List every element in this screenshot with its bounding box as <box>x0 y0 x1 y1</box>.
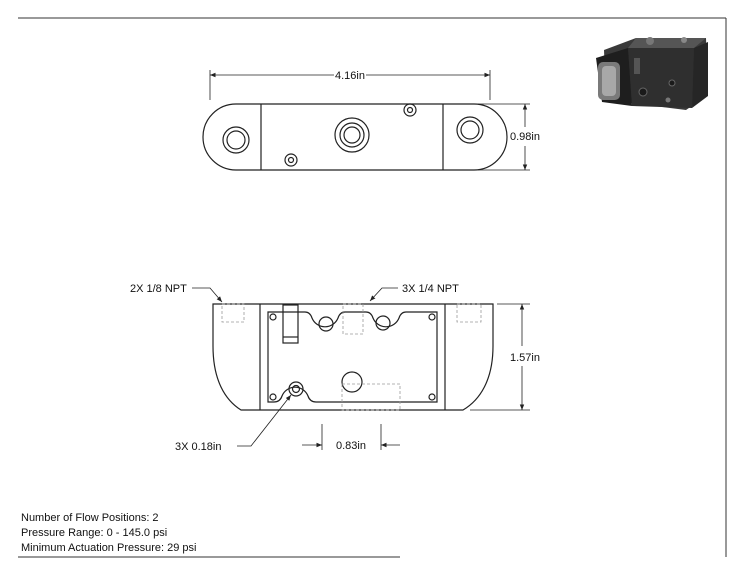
actuator-tab <box>282 304 299 344</box>
top-view-dimensions <box>209 70 530 171</box>
center-boss <box>341 371 363 393</box>
top-width-label: 4.16in <box>335 70 365 82</box>
left-port-hole <box>222 126 250 154</box>
spacing-label: 0.83in <box>336 440 366 452</box>
hole-callout: 3X 0.18in <box>175 441 221 453</box>
top-view-outline <box>202 103 508 171</box>
side-height-label: 1.57in <box>510 352 540 364</box>
top-height-label: 0.98in <box>510 131 540 143</box>
side-view <box>212 303 494 411</box>
side-view-outline <box>212 303 494 411</box>
side-hole-2 <box>375 315 391 331</box>
callout-1-8-npt: 2X 1/8 NPT <box>130 283 187 295</box>
right-port-hole <box>456 116 484 144</box>
side-view-dimensions <box>192 287 530 450</box>
product-render-image <box>596 37 708 110</box>
spec-pressure-range: Pressure Range: 0 - 145.0 psi <box>21 527 168 539</box>
top-view <box>202 103 508 171</box>
spec-min-actuation: Minimum Actuation Pressure: 29 psi <box>21 542 197 554</box>
hidden-lines <box>221 303 482 411</box>
side-hole-3 <box>288 381 304 397</box>
seal-groove <box>267 311 438 403</box>
center-port-hole <box>334 117 370 153</box>
small-hole-top <box>403 103 417 117</box>
callout-1-4-npt: 3X 1/4 NPT <box>402 283 459 295</box>
spec-flow-positions: Number of Flow Positions: 2 <box>21 512 159 524</box>
side-hole-1 <box>318 316 334 332</box>
sheet-border <box>18 17 727 558</box>
small-hole-bottom <box>284 153 298 167</box>
